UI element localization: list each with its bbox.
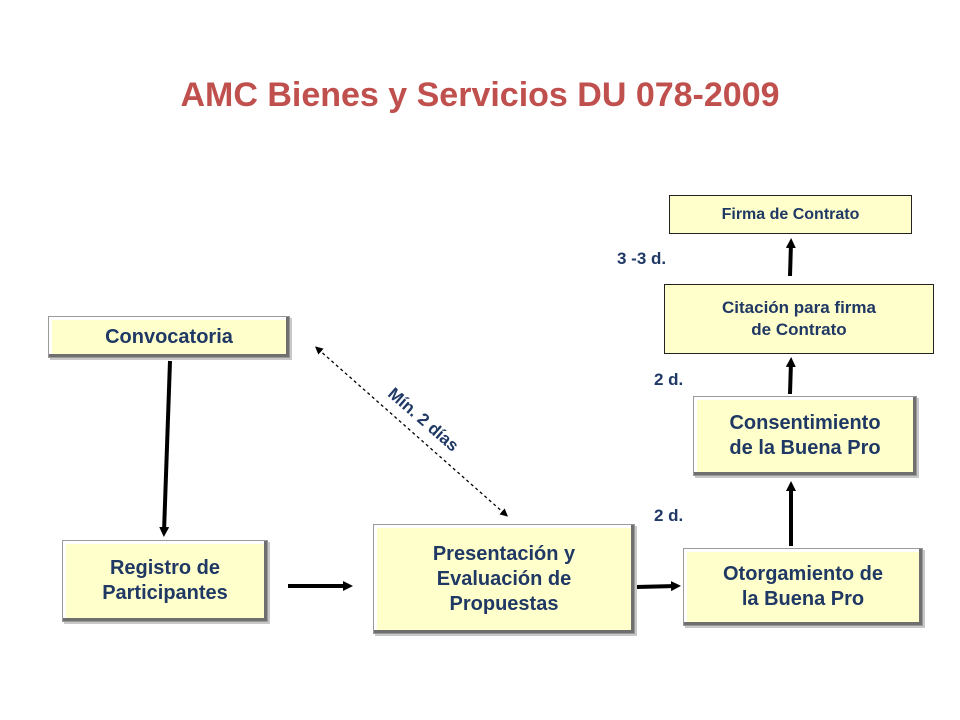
node-otorgamiento-label: Otorgamiento de la Buena Pro	[722, 563, 883, 610]
node-convocatoria: Convocatoria	[48, 316, 290, 358]
node-otorgamiento-buena-pro: Otorgamiento de la Buena Pro	[683, 548, 923, 626]
node-presentacion-evaluacion: Presentación y Evaluación de Propuestas	[373, 524, 635, 634]
arrow-convocatoria-registro	[159, 360, 172, 537]
slide-title: AMC Bienes y Servicios DU 078-2009	[180, 76, 780, 114]
node-citacion-label: Citación para firma de Contrato	[722, 298, 876, 339]
node-firma-label: Firma de Contrato	[721, 205, 860, 223]
node-consentimiento-label: Consentimiento de la Buena Pro	[729, 412, 881, 459]
node-registro-label: Registro de Participantes	[102, 557, 228, 604]
node-firma-contrato: Firma de Contrato	[669, 195, 912, 234]
label-2d-lower: 2 d.	[654, 506, 684, 525]
arrow-presentacion-otorgamiento	[635, 581, 681, 592]
label-2d-upper: 2 d.	[654, 370, 684, 389]
arrow-consentimiento-citacion	[785, 357, 796, 395]
node-presentacion-label: Presentación y Evaluación de Propuestas	[432, 542, 576, 615]
dotted-min-dias-arrow	[315, 346, 508, 517]
node-registro-participantes: Registro de Participantes	[62, 540, 268, 622]
node-convocatoria-label: Convocatoria	[105, 325, 233, 348]
arrow-citacion-firma	[785, 238, 796, 277]
label-3-3d: 3 -3 d.	[617, 249, 667, 268]
node-citacion-firma-contrato: Citación para firma de Contrato	[664, 284, 934, 354]
node-consentimiento-buena-pro: Consentimiento de la Buena Pro	[693, 396, 917, 476]
